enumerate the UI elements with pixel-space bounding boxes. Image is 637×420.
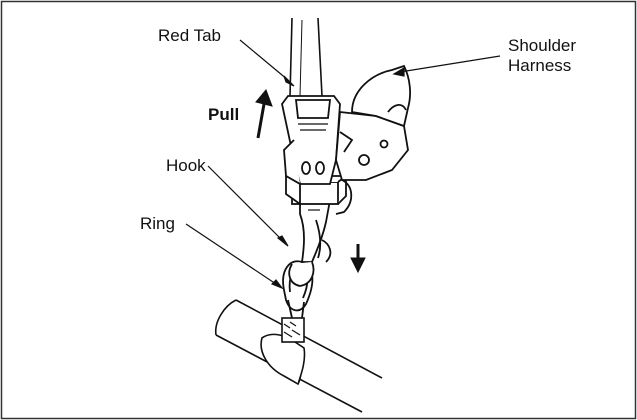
ring-label: Ring <box>140 214 175 233</box>
pull-arrow <box>255 89 273 139</box>
bar-clamp <box>260 317 306 386</box>
lap-strap <box>289 17 323 97</box>
red-tab-label: Red Tab <box>158 26 222 45</box>
shoulder-harness-label-line1: Shoulder <box>508 36 577 55</box>
latch-body <box>285 174 353 215</box>
hook-label: Hook <box>166 156 206 175</box>
buckle <box>281 95 341 185</box>
leader-lines <box>185 39 501 290</box>
pull-label: Pull <box>208 105 240 124</box>
down-arrow <box>350 244 366 274</box>
shoulder-harness-label-line2: Harness <box>508 56 572 75</box>
hook <box>288 199 332 287</box>
shoulder-harness-strap <box>351 64 411 128</box>
buckle-side-plate <box>335 111 409 181</box>
